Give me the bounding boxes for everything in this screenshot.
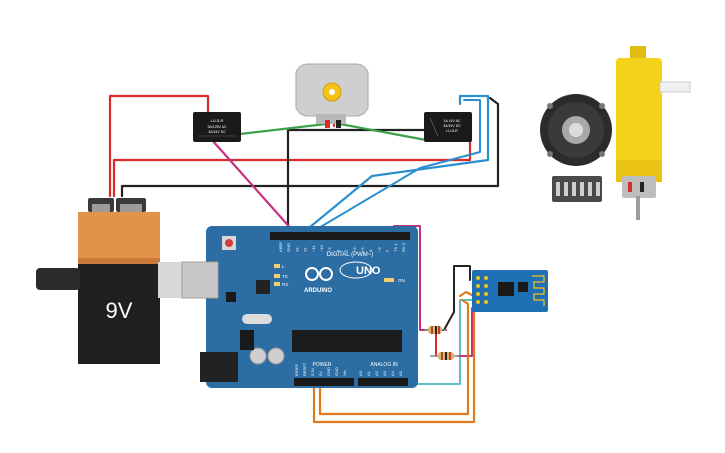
analog-header (358, 378, 408, 386)
usb-chip (256, 280, 270, 294)
pin-label: A4 (390, 370, 395, 376)
pin-label: 4 (368, 249, 373, 252)
relay-left[interactable]: LU-5-R 3A/125V AC 3A/24V DC (193, 112, 241, 142)
usb-port (181, 261, 219, 299)
relay-left-line-2: 3A/125V AC (207, 125, 227, 129)
wire-black-relay-right-to-gnd[interactable] (286, 128, 426, 234)
pin-label: A1 (366, 370, 371, 376)
dc-motor[interactable] (295, 63, 369, 128)
pin-label: ~6 (352, 247, 357, 252)
wire-orange-3v3-esp-1[interactable] (312, 290, 476, 424)
wire-red-battery-right-relay[interactable] (112, 130, 472, 198)
pin-label: 3.3V (310, 367, 315, 376)
esp-header-pins (476, 276, 488, 304)
battery-9v[interactable]: 9V (36, 198, 198, 364)
led-l-label: L (282, 264, 285, 269)
relay-left-line-3: 3A/24V DC (208, 130, 226, 134)
pin-label: IOREF (294, 363, 299, 376)
led-on-label: ON (398, 278, 405, 283)
digital-header-label: DIGITAL (PWM~) (327, 252, 374, 258)
pin-label: GND (286, 243, 291, 252)
wire-blue-right-relay-pin2[interactable] (311, 99, 481, 233)
atmega-chip (292, 330, 402, 352)
capacitor-1 (249, 347, 267, 365)
pin-label: 13 (294, 247, 299, 252)
pin-label: Vin (342, 370, 347, 376)
capacitor-2 (267, 347, 285, 365)
pin-label: RESET (302, 362, 307, 376)
esp8266-wifi-module[interactable] (472, 270, 548, 312)
wire-blue-right-relay-pin[interactable] (302, 94, 490, 234)
pin-label: A3 (382, 370, 387, 376)
wire-red-battery-left-relay[interactable] (108, 94, 210, 198)
analog-header-label: ANALOG IN (370, 362, 398, 368)
pin-label: RX 0 (401, 242, 406, 252)
pin-label: ~11 (311, 245, 316, 252)
relay-right-line-3: LU-5-R (446, 129, 458, 133)
pin-label: GND (334, 367, 339, 376)
relay-right[interactable]: 1A 14V AC 3A/24V DC LU-5-R (424, 112, 472, 142)
pin-label: ~9 (327, 247, 332, 252)
pin-label: 2 (385, 249, 390, 252)
relay-left-line-1: LU-5-R (211, 118, 224, 123)
esp-antenna (532, 275, 545, 306)
crystal-oscillator (242, 314, 272, 324)
resistor-2[interactable] (430, 352, 460, 360)
pin-label: GND (326, 367, 331, 376)
pin-label: 5V (318, 371, 323, 376)
pin-label: A2 (374, 370, 379, 376)
arduino-model: UNO (356, 265, 381, 277)
pin-label: 12 (303, 247, 308, 252)
arduino-uno-board[interactable]: DIGITAL (PWM~) ARDUINO UNO TX RX L ON PO… (181, 226, 418, 388)
led-rx-label: RX (282, 282, 288, 287)
wire-green-right-relay-motor[interactable] (338, 122, 428, 142)
digital-header (270, 232, 410, 240)
wire-orange-3v3-esp-2[interactable] (318, 298, 470, 416)
battery-voltage-label: 9V (106, 298, 133, 323)
power-jack (200, 352, 238, 382)
pin-label: A0 (358, 370, 363, 376)
encoder-connector-pins (556, 182, 600, 196)
pin-label: TX 1 (393, 243, 398, 252)
power-header (294, 378, 354, 386)
pin-label: ~10 (319, 244, 324, 252)
pin-label: A5 (398, 370, 403, 376)
wire-magenta-left-relay-pin[interactable] (210, 138, 296, 234)
pin-label: AREF (278, 241, 283, 252)
power-header-label: POWER (313, 362, 332, 368)
resistor-1[interactable] (424, 326, 446, 334)
wire-black-battery-right-relay[interactable] (120, 96, 500, 198)
led-tx-label: TX (282, 274, 288, 279)
wire-black-esp-gnd[interactable] (429, 265, 471, 331)
encoder-motor-round[interactable] (540, 94, 612, 202)
pin-label: ~3 (376, 247, 381, 252)
arduino-logo-icon (305, 267, 333, 281)
pin-label: 8 (335, 249, 340, 252)
pin-label: 7 (344, 249, 349, 252)
geared-motor-yellow[interactable] (616, 46, 691, 220)
arduino-brand: ARDUINO (304, 288, 332, 294)
pin-label: ~5 (360, 247, 365, 252)
relay-right-line-1: 1A 14V AC (444, 119, 461, 123)
relay-right-line-2: 3A/24V DC (443, 124, 461, 128)
wire-green-left-relay-motor[interactable] (238, 122, 328, 136)
